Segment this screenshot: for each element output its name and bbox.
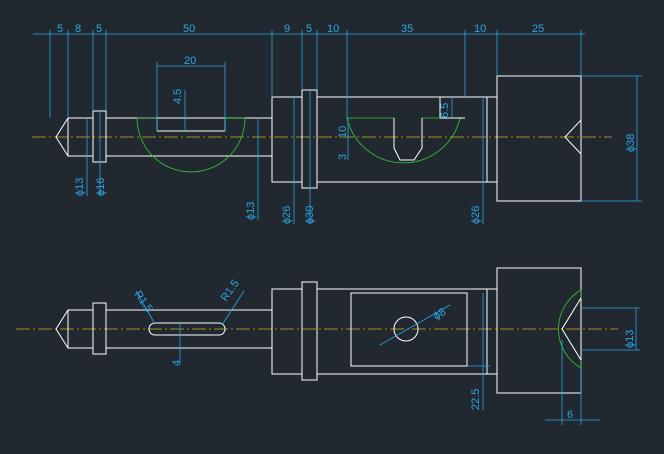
keyway-slot (148, 322, 226, 336)
dim-35: 35 (401, 23, 413, 35)
dim-d8: ϕ8 (432, 306, 449, 323)
end-hole-section (558, 289, 582, 369)
dim-6: 6 (567, 409, 573, 421)
end-cone (564, 119, 582, 155)
dim-4: 4 (171, 360, 183, 366)
dim-d16: ϕ16 (95, 178, 107, 196)
dim-r1-5a: R1.5 (132, 289, 155, 315)
dim-d13c: ϕ13 (624, 330, 636, 348)
right-slot-section (346, 97, 465, 164)
dim-20: 20 (184, 55, 196, 67)
dim-d38: ϕ38 (625, 134, 637, 152)
radius-dims: R1.5 R1.5 4 (132, 278, 245, 366)
dim-10b: 10 (474, 23, 486, 35)
dim-d26b: ϕ26 (470, 206, 482, 224)
left-keyway-section (136, 117, 246, 173)
dim-10c: 10 (337, 126, 349, 138)
body-26 (316, 96, 488, 183)
hole-dim: ϕ8 (379, 304, 451, 346)
end-hole-dims: ϕ13 6 (545, 307, 640, 425)
height-dim: 22.5 (467, 293, 490, 410)
dim-5b: 5 (96, 23, 102, 35)
dim-d30: ϕ30 (304, 206, 316, 224)
dim-8: 8 (75, 23, 81, 35)
boss-26 (271, 96, 303, 183)
dim-5a: 5 (57, 23, 63, 35)
dim-10a: 10 (327, 23, 339, 35)
diameter-dims: ϕ13 ϕ16 ϕ13 ϕ26 ϕ30 ϕ26 ϕ38 (74, 75, 642, 224)
bottom-view: R1.5 R1.5 4 ϕ8 22.5 ϕ13 6 (16, 267, 640, 425)
collar-1 (92, 110, 107, 163)
dim-6-5: 6.5 (439, 103, 451, 118)
top-dim-chain: 5 8 5 50 9 5 10 35 10 25 (33, 23, 585, 118)
top-shaft-outline (55, 75, 582, 202)
keyway-length-dim: 20 4.5 (156, 55, 226, 131)
bottom-shaft-outline (55, 267, 582, 394)
top-view: 5 8 5 50 9 5 10 35 10 25 20 4.5 6.5 10 3 (32, 23, 642, 224)
slot-depth-dims: 6.5 10 3 (337, 97, 453, 160)
collar-30 (301, 89, 318, 189)
dim-5c: 5 (306, 23, 312, 35)
dim-4-5: 4.5 (172, 89, 184, 104)
dim-25: 25 (532, 23, 544, 35)
cross-hole (393, 316, 419, 342)
dim-22-5: 22.5 (470, 389, 482, 410)
end-block-38 (496, 75, 582, 202)
dim-50: 50 (183, 23, 195, 35)
shaft-tip (55, 117, 69, 157)
dim-9: 9 (284, 23, 290, 35)
dim-d13a: ϕ13 (74, 178, 86, 196)
flat-window (350, 292, 468, 367)
dim-d13b: ϕ13 (245, 202, 257, 220)
dim-3: 3 (337, 154, 349, 160)
dim-d26a: ϕ26 (281, 206, 293, 224)
